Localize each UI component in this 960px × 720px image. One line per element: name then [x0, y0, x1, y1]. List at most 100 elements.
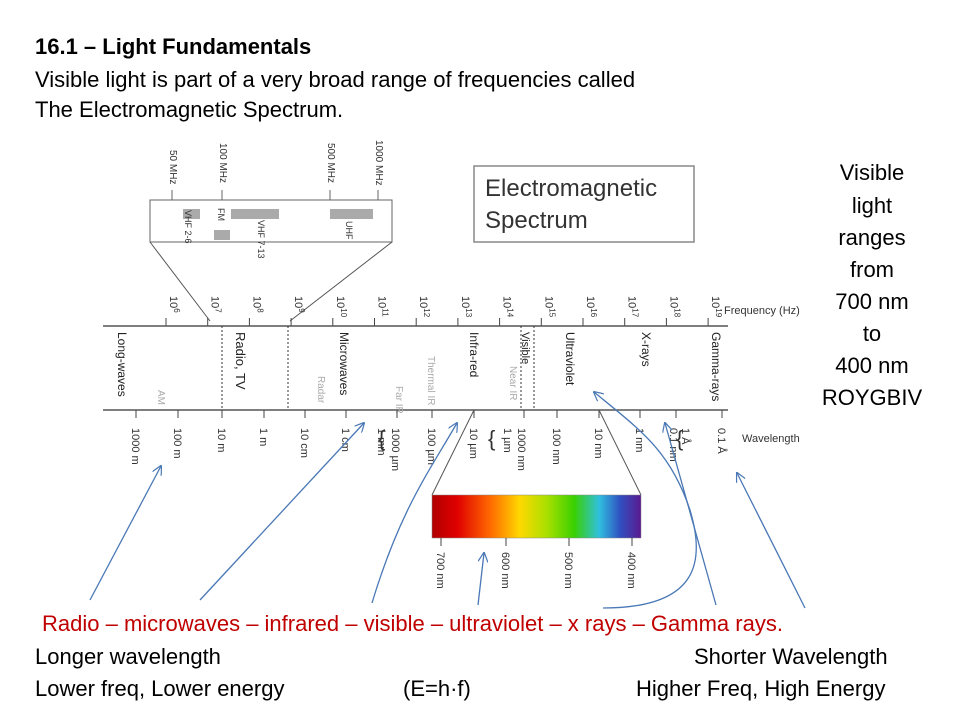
frequency-tick-label: 1010	[334, 296, 348, 318]
visible-zoom-left	[431, 409, 475, 496]
side-note-line: 400 nm	[835, 353, 909, 378]
sub-band-label: Far IR	[393, 386, 404, 414]
zoom-line-left	[149, 241, 211, 322]
frequency-tick-label: 108	[250, 296, 264, 313]
frequency-tick-label: 1013	[459, 296, 473, 318]
frequency-axis-label: Frequency (Hz)	[724, 305, 800, 317]
frequency-tick-label: 109	[292, 296, 306, 313]
diagram-title-line-1: Electromagnetic	[485, 175, 657, 202]
band-label: Ultraviolet	[563, 332, 577, 386]
visible-tick-label: 500 nm	[562, 552, 574, 589]
arrow-gamma-rays	[737, 473, 806, 609]
sub-band-label: AM	[155, 390, 166, 405]
arrow-infrared	[371, 423, 457, 604]
brace: {	[676, 426, 683, 451]
radio-freq-label: 100 MHz	[217, 143, 228, 183]
radio-band-label: VHF 7-13	[256, 220, 266, 259]
band-uhf	[330, 209, 373, 219]
slide-title: 16.1 – Light Fundamentals	[35, 34, 312, 59]
band-fm	[214, 230, 230, 240]
sub-band-label: Thermal IR	[425, 356, 436, 405]
band-label: Visible	[519, 332, 531, 364]
band-label: Radio, TV	[233, 332, 248, 390]
brace: {	[488, 426, 495, 451]
side-note-line: 700 nm	[835, 289, 909, 314]
frequency-ticks: 106 107 108 109 1010 1011 1012 1013 1014 1015 1016…	[165, 296, 723, 326]
frequency-tick-label: 1017	[626, 296, 640, 318]
visible-tick-label: 700 nm	[434, 552, 446, 589]
radio-band-label: FM	[216, 208, 226, 221]
brace: {	[378, 426, 385, 451]
wavelength-tick-label: 1 m	[257, 428, 269, 446]
side-note-line: light	[851, 193, 893, 218]
side-note-line: from	[850, 257, 894, 282]
band-label: Infra-red	[467, 332, 481, 377]
band-label: Long-waves	[115, 332, 129, 397]
intro-line-1: Visible light is part of a very broad ra…	[35, 67, 636, 92]
side-note-line: ranges	[838, 225, 906, 250]
lower-frequency-energy: Lower freq, Lower energy	[35, 676, 285, 701]
diagram-title-box	[473, 165, 695, 243]
frequency-tick-label: 1016	[584, 296, 598, 318]
radio-freq-label: 50 MHz	[167, 150, 178, 184]
wavelength-tick-label: 1 mm	[375, 428, 387, 456]
band-vhf-7-13	[231, 209, 279, 219]
diagram-title-line-2: Spectrum	[485, 207, 588, 234]
radio-band-label: VHF 2-6	[183, 210, 193, 244]
sub-band-label: Near IR	[507, 366, 518, 400]
wavelength-axis-label: Wavelength	[742, 433, 800, 445]
arrow-x-rays	[665, 423, 717, 606]
wavelength-tick-label: 100 µm	[425, 428, 437, 465]
wavelength-tick-label: 100 nm	[550, 428, 562, 465]
wavelength-tick-label: 0.1 Å	[715, 428, 728, 454]
wavelength-tick-label: 1000 µm	[389, 428, 401, 471]
wavelength-tick-label: 10 nm	[592, 428, 604, 459]
frequency-tick-label: 1011	[376, 296, 390, 317]
sub-band-label: Radar	[315, 376, 326, 404]
frequency-tick-label: 106	[167, 296, 181, 313]
band-vhf-2-6	[183, 209, 200, 219]
energy-equation: (E=h·f)	[403, 676, 471, 701]
spectrum-order: Radio – microwaves – infrared – visible …	[42, 611, 783, 636]
wavelength-tick-label: 100 m	[171, 428, 183, 459]
arrow-microwaves	[199, 423, 364, 601]
frequency-tick-label: 1012	[417, 296, 431, 318]
zoom-line-right	[289, 241, 393, 322]
wavelength-tick-label: 10 cm	[298, 428, 310, 458]
arrow-radio	[89, 466, 161, 601]
wavelength-tick-label: 0.1 nm	[667, 428, 679, 462]
radio-band-label: UHF	[344, 221, 354, 240]
frequency-tick-label: 1018	[667, 296, 681, 318]
higher-frequency-energy: Higher Freq, High Energy	[636, 676, 886, 701]
frequency-tick-label: 1019	[709, 296, 723, 318]
wavelength-tick-label: 10 m	[215, 428, 227, 452]
visible-spectrum-bar	[431, 494, 642, 539]
longer-wavelength: Longer wavelength	[35, 644, 221, 669]
radio-freq-label: 1000 MHz	[373, 140, 384, 186]
frequency-tick-label: 1015	[542, 296, 556, 318]
wavelength-tick-label: 1000 m	[129, 428, 141, 465]
band-label: Microwaves	[337, 332, 351, 395]
visible-tick-label: 600 nm	[499, 552, 511, 589]
side-note-line: Visible	[839, 160, 905, 185]
visible-ticks: 700 nm 600 nm 500 nm 400 nm	[434, 538, 637, 589]
frequency-tick-label: 1014	[501, 296, 515, 318]
radio-zoom-box	[149, 199, 393, 243]
visible-zoom-right	[598, 409, 642, 496]
radio-freq-label: 500 MHz	[325, 143, 336, 183]
wavelength-tick-label: 1000 nm	[515, 428, 527, 471]
visible-tick-label: 400 nm	[625, 552, 637, 589]
wavelength-tick-label: 1 Å	[679, 428, 692, 445]
side-note-line: ROYGBIV	[821, 385, 923, 410]
band-label: X-rays	[639, 332, 653, 367]
frequency-tick-label: 107	[209, 296, 223, 313]
wavelength-tick-label: 1 nm	[633, 428, 645, 452]
shorter-wavelength: Shorter Wavelength	[694, 644, 888, 669]
side-note-line: to	[862, 321, 882, 346]
intro-line-2: The Electromagnetic Spectrum.	[35, 97, 344, 122]
wavelength-tick-label: 1 µm	[501, 428, 513, 453]
wavelength-tick-label: 10 µm	[467, 428, 479, 459]
band-label: Gamma-rays	[709, 332, 723, 401]
